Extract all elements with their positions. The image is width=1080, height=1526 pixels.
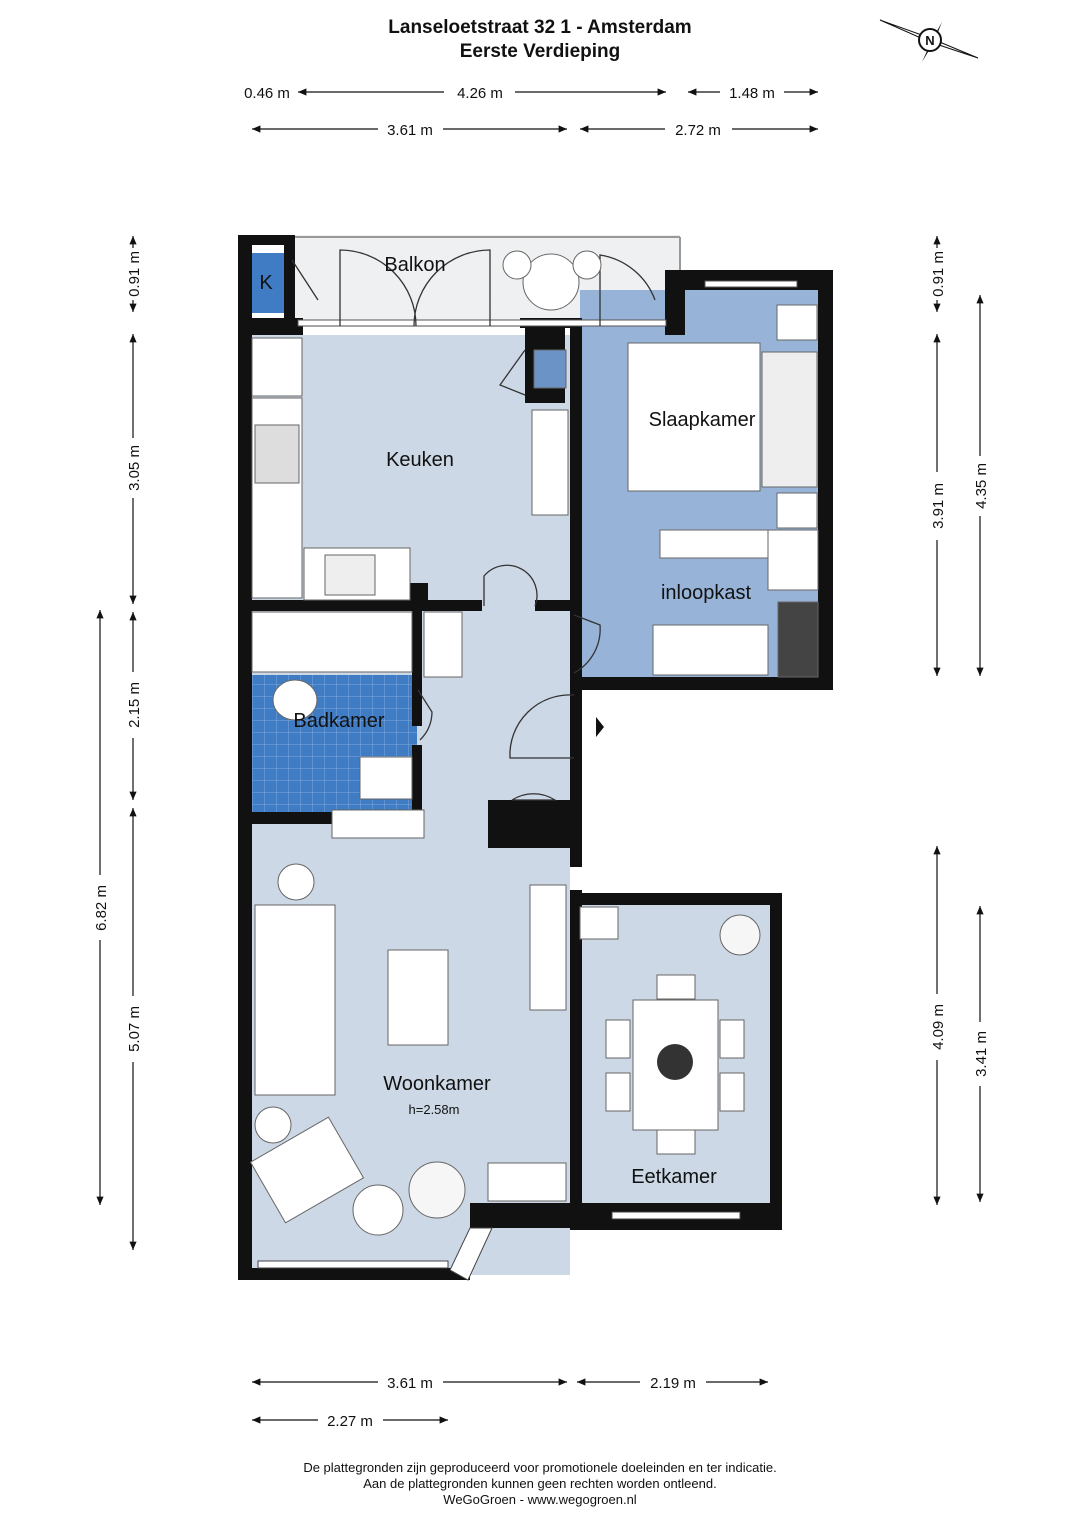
tv-icon [529,884,567,1011]
extractor-fan-icon [251,337,303,397]
doors [291,249,656,801]
side-table-round [277,863,315,901]
side-table [352,1184,404,1236]
room-keuken: Keuken [386,449,454,471]
room-woonkamer: Woonkamer [383,1073,491,1095]
room-inloopkast: inloopkast [661,582,752,604]
window-dining [611,1211,741,1220]
window-living [257,1260,449,1269]
plant-icon-2 [408,1161,466,1219]
bed [627,342,761,492]
dim-bottom-1: 2.19 m [650,1375,696,1392]
dim-right-1: 3.91 m [930,483,947,529]
chairs [502,250,745,1155]
plan-subtitle: Eerste Verdieping [459,41,621,62]
plant-pot-icon [254,1106,292,1144]
dim-top-2: 1.48 m [729,85,775,102]
room-balkon: Balkon [384,254,445,276]
k-cupboard [248,253,284,313]
footer-line-2: Aan de plattegronden kunnen geen rechten… [363,1476,717,1491]
furniture [249,304,819,1236]
dim-top-0: 0.46 m [244,85,290,102]
centerpiece-icon [657,1044,693,1080]
dim-right-outer-0: 4.35 m [973,463,990,509]
footer-line-3: WeGoGroen - www.wegogroen.nl [443,1492,637,1507]
dim-right-outer-1: 3.41 m [973,1031,990,1077]
stove-icon [254,424,300,484]
dim-left-outer-0: 6.82 m [93,885,110,931]
entrance-arrow-icon [596,717,604,737]
dim-left-3: 5.07 m [126,1006,143,1052]
sink-icon [324,554,376,596]
dim-top-1: 4.26 m [457,85,503,102]
room-badkamer: Badkamer [293,710,384,732]
footer-line-1: De plattegronden zijn geproduceerd voor … [303,1460,777,1475]
compass-north-icon: N [879,19,979,62]
dim-right-2: 4.09 m [930,1004,947,1050]
toilet-bath-icon [272,679,318,721]
bathtub-icon [251,611,413,673]
room-eetkamer: Eetkamer [631,1166,717,1188]
dim-top2-1: 2.72 m [675,122,721,139]
dim-left-2: 2.15 m [126,682,143,728]
toilet-icon [533,349,567,389]
room-height: h=2.58m [409,1102,460,1117]
dim-right-0: 0.91 m [930,251,947,297]
dimension-lines [96,88,984,1424]
sofa [254,904,336,1096]
armchair [249,1116,365,1224]
window-bay [449,1227,493,1281]
compass-label: N [925,33,934,48]
dim-left-0: 0.91 m [126,251,143,297]
dim-top2-0: 3.61 m [387,122,433,139]
dim-left-1: 3.05 m [126,445,143,491]
dim-bottom-0: 3.61 m [387,1375,433,1392]
room-slaapkamer: Slaapkamer [649,409,756,431]
plant-icon [719,914,761,956]
dim-bottom2-0: 2.27 m [327,1413,373,1430]
coffee-table [387,949,449,1046]
room-k: K [259,272,273,294]
plan-title: Lanseloetstraat 32 1 - Amsterdam [388,17,692,38]
